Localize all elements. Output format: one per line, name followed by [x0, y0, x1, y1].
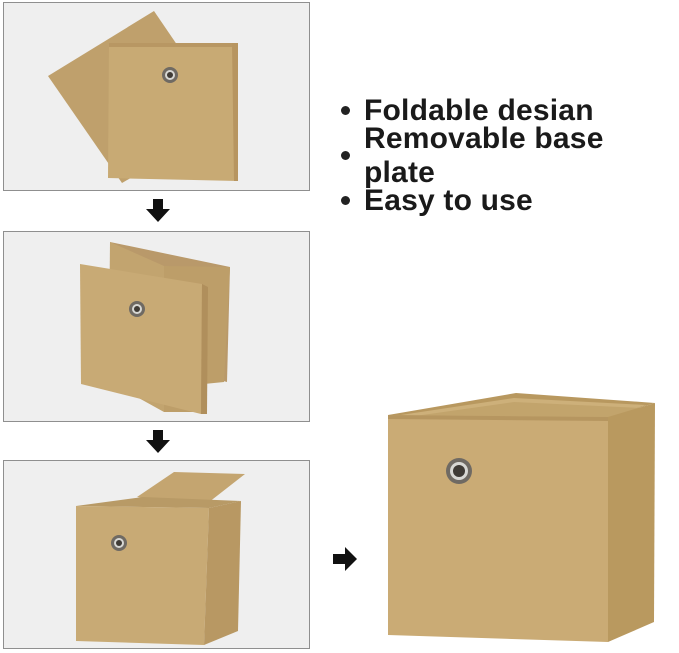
arrow-right-icon [333, 547, 357, 571]
step-3-panel [3, 460, 310, 649]
unfolding-bin-illustration [80, 242, 230, 414]
feature-list: Foldable desian Removable base plate Eas… [338, 88, 679, 223]
feature-text: Removable base plate [364, 121, 604, 189]
bullet-icon [341, 196, 350, 205]
bullet-icon [341, 106, 350, 115]
feature-text: Easy to use [364, 183, 533, 217]
step-2-panel [3, 231, 310, 422]
arrow-down-icon [146, 430, 170, 454]
storage-bin-illustration [388, 393, 655, 642]
feature-text: Foldable desian [364, 93, 594, 127]
arrow-down-icon [146, 199, 170, 223]
step-1-panel [3, 2, 310, 191]
feature-item: Easy to use [338, 178, 679, 223]
finished-storage-bin [378, 390, 668, 645]
base-plate-insert-illustration [76, 472, 245, 645]
feature-item: Foldable desian [338, 88, 679, 133]
bullet-icon [341, 151, 350, 160]
flat-folded-bin-illustration [48, 11, 238, 183]
feature-item: Removable base plate [338, 122, 679, 189]
